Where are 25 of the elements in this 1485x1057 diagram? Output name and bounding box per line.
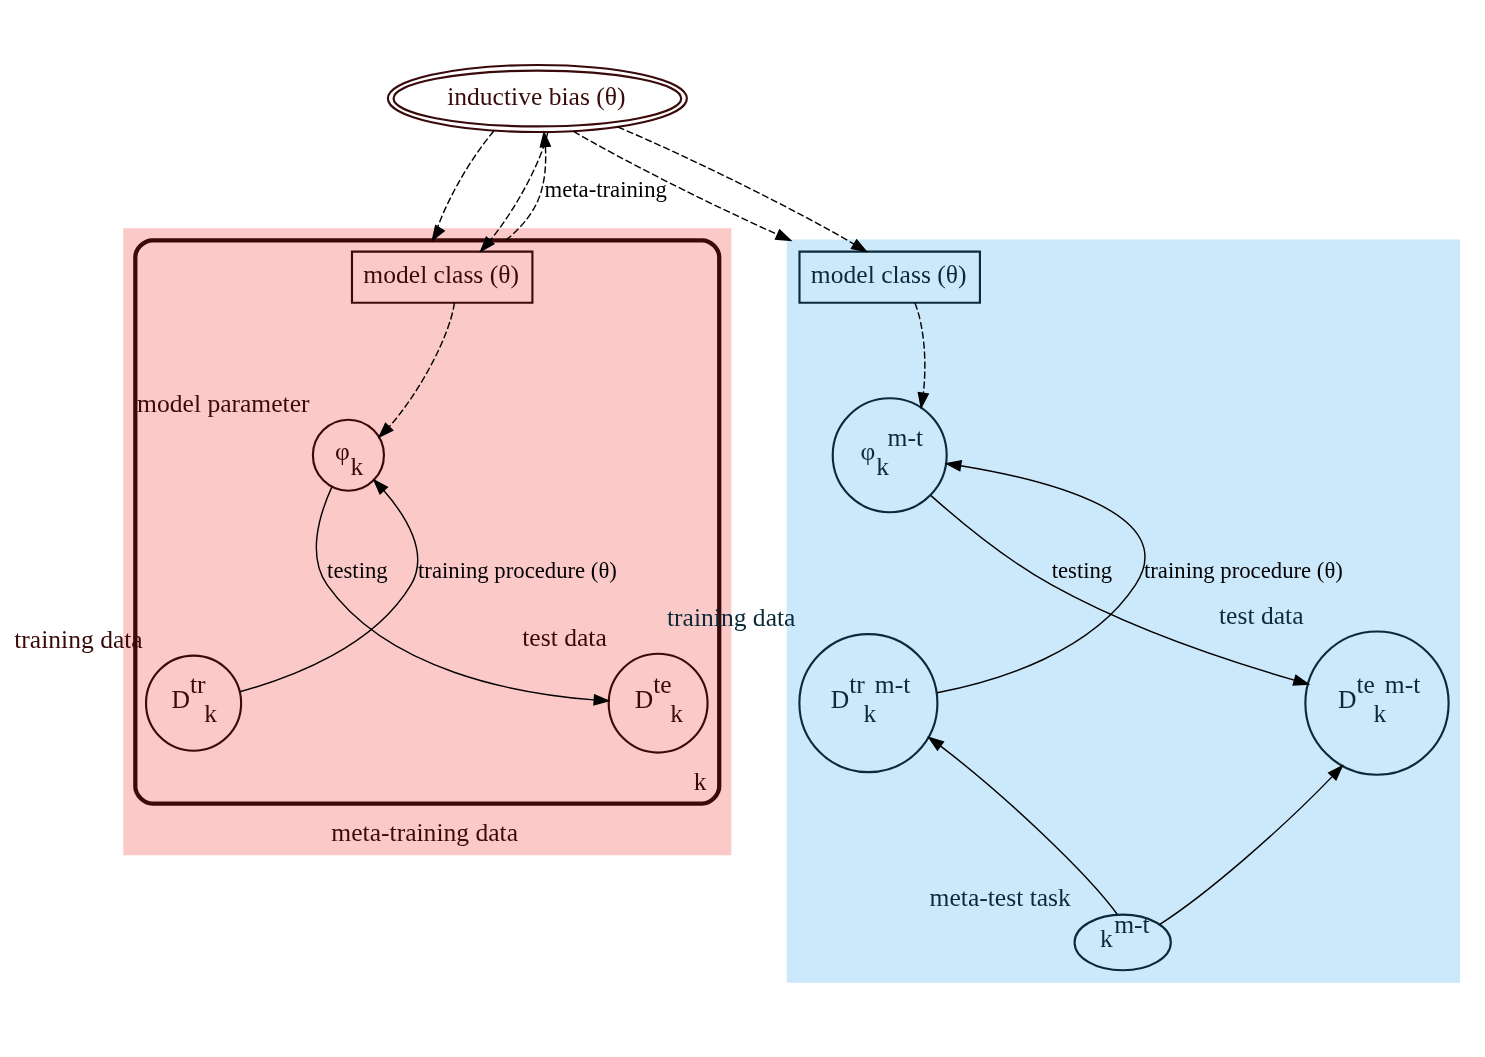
- node-ellipse: inductive bias (θ): [386, 63, 688, 133]
- arrow: [930, 494, 1311, 686]
- arrow: [617, 125, 869, 253]
- node-box: model class (θ): [350, 250, 534, 304]
- node-label: meta-test task: [929, 882, 1071, 912]
- arrow: [505, 129, 552, 241]
- arrow: [572, 130, 793, 241]
- edge-label: training procedure (θ): [418, 557, 617, 583]
- arrow: [936, 459, 1146, 693]
- edge-label: meta-training: [544, 176, 667, 202]
- arrow: [431, 129, 495, 242]
- arrow: [377, 301, 456, 439]
- node-label: model parameter: [137, 388, 310, 418]
- edge-label: testing: [327, 557, 388, 583]
- arrow: [927, 735, 1118, 915]
- arrow: [239, 477, 419, 692]
- arrow: [914, 301, 930, 409]
- arrow: [1159, 764, 1344, 925]
- arrow: [479, 131, 549, 253]
- edge-label: testing: [1051, 557, 1113, 583]
- node-label: test data: [522, 622, 607, 652]
- node-label: test data: [1219, 600, 1304, 630]
- node-box: model class (θ): [798, 250, 981, 304]
- arrow: [315, 485, 611, 706]
- edge-label: training procedure (θ): [1144, 557, 1343, 583]
